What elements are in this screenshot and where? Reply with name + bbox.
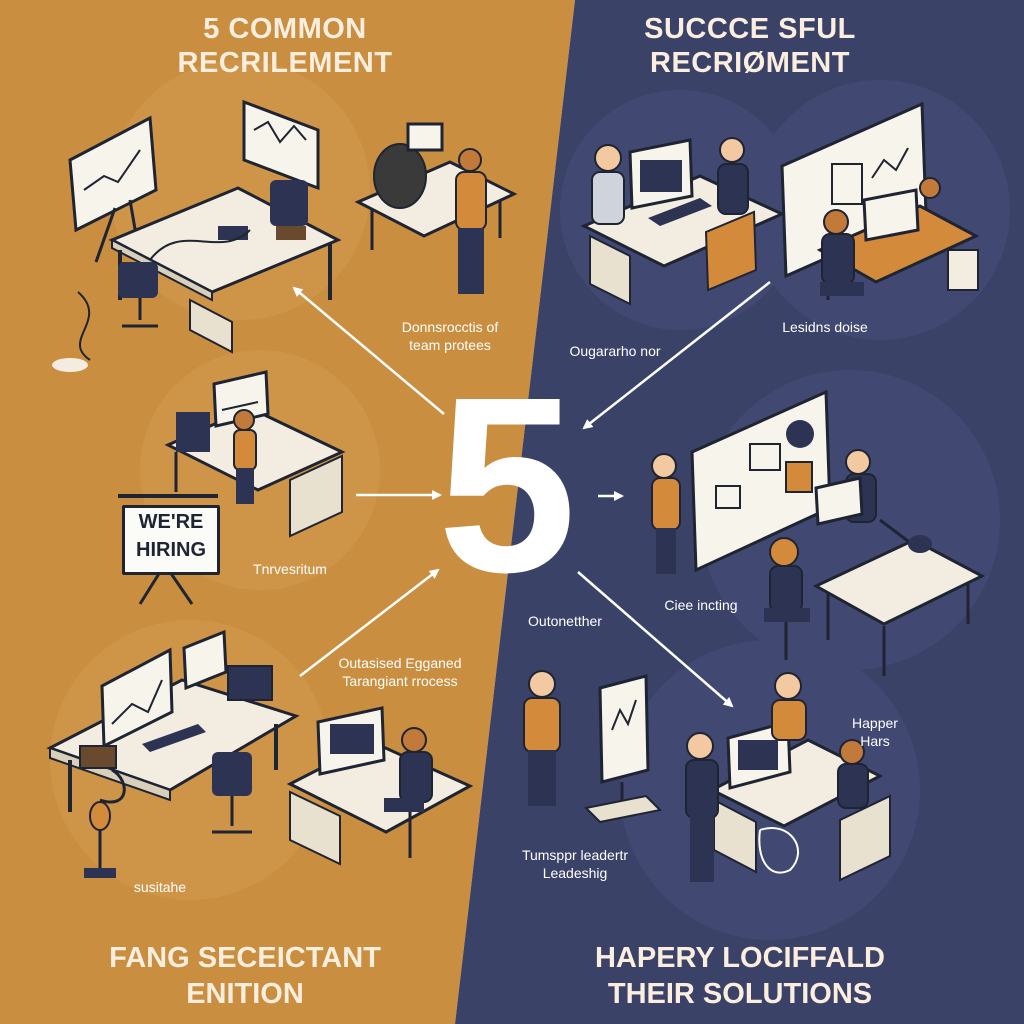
caption-happier: Happer Hars xyxy=(840,714,910,750)
person-icon xyxy=(233,409,257,504)
hiring-sign: WE'RE HIRING xyxy=(122,505,220,575)
caption-leadership-line1: Tumsppr leadertr xyxy=(521,847,629,863)
right-title-line1: SUCCCE SFUL xyxy=(644,13,856,45)
caption-happier-line2: Hars xyxy=(860,733,890,749)
scene-presentation xyxy=(523,670,663,824)
lamp-icon xyxy=(879,518,932,553)
arrow-icon xyxy=(582,281,771,430)
caption-outsourced-line2: Tarangiant rrocess xyxy=(342,673,458,689)
person-icon xyxy=(651,453,681,574)
right-footer-line2: THEIR SOLUTIONS xyxy=(607,978,873,1010)
scene-team-meeting xyxy=(580,101,980,306)
caption-team-process-line2: team protees xyxy=(409,337,491,353)
left-footer: FANG SECEICTANT ENITION xyxy=(80,940,410,1012)
right-footer-line1: HAPERY LOCIFFALD xyxy=(594,942,885,974)
person-icon xyxy=(523,670,561,806)
caption-outsourced-line1: Outasised Egganed xyxy=(338,655,462,671)
person-icon xyxy=(717,137,749,215)
computer-icon xyxy=(212,370,270,428)
caption-happier-line1: Happer xyxy=(852,715,898,731)
right-title: SUCCCE SFUL RECRIØMENT xyxy=(610,12,890,80)
person-icon xyxy=(685,732,719,882)
arrow-icon xyxy=(292,286,445,415)
computer-icon xyxy=(316,706,386,776)
chair-icon xyxy=(118,180,308,328)
computer-icon xyxy=(100,629,228,752)
caption-organization: Ougararho nor xyxy=(569,343,661,359)
caption-team-process-line1: Donnsrocctis of xyxy=(401,319,499,335)
hiring-sign-icon xyxy=(118,494,218,605)
arrow-icon xyxy=(577,571,734,708)
person-icon xyxy=(837,739,869,809)
connector-arrows xyxy=(292,281,771,708)
scene-planning-board xyxy=(651,389,986,676)
center-number: 5 xyxy=(437,345,577,624)
left-title: 5 COMMON RECRILEMENT xyxy=(150,12,420,80)
scene-outsourced xyxy=(46,629,474,878)
computer-icon xyxy=(628,138,712,226)
caption-leadership: Tumsppr leadertr Leadeshig xyxy=(490,846,660,882)
right-title-line2: RECRIØMENT xyxy=(650,47,850,79)
person-icon xyxy=(354,122,518,294)
arrow-icon xyxy=(299,568,440,677)
chair-icon xyxy=(212,752,252,834)
person-icon xyxy=(771,672,807,741)
left-title-line2: RECRILEMENT xyxy=(177,47,393,79)
lamp-icon xyxy=(84,768,126,878)
person-icon xyxy=(764,537,810,660)
scene-messy-office xyxy=(52,99,518,372)
person-icon xyxy=(591,144,625,225)
left-title-line1: 5 COMMON xyxy=(203,13,367,45)
caption-leadership-line2: Leadeshig xyxy=(542,865,608,881)
person-icon xyxy=(384,727,433,858)
scene-happier-hires xyxy=(685,672,891,882)
hiring-sign-line2: HIRING xyxy=(136,539,206,561)
whiteboard-icon xyxy=(68,115,158,263)
desk-icon xyxy=(708,738,891,882)
caption-sustain: susitahe xyxy=(133,879,187,895)
scene-hiring xyxy=(118,370,346,605)
caption-inciting: Ciee incting xyxy=(664,597,738,613)
left-footer-line1: FANG SECEICTANT xyxy=(109,942,381,974)
desk-icon xyxy=(812,538,986,676)
caption-outonether: Outonetther xyxy=(528,613,602,629)
caption-outsourced: Outasised Egganed Tarangiant rrocess xyxy=(300,654,500,690)
right-footer: HAPERY LOCIFFALD THEIR SOLUTIONS xyxy=(580,940,900,1012)
caption-team-process: Donnsrocctis of team protees xyxy=(360,318,540,354)
person-icon xyxy=(820,209,864,296)
left-footer-line2: ENITION xyxy=(186,978,304,1010)
whiteboard-icon xyxy=(690,389,832,573)
hiring-sign-line1: WE'RE xyxy=(138,511,204,533)
caption-leadership-drive: Lesidns doise xyxy=(782,319,868,335)
caption-investment: Tnrvesritum xyxy=(253,561,327,577)
